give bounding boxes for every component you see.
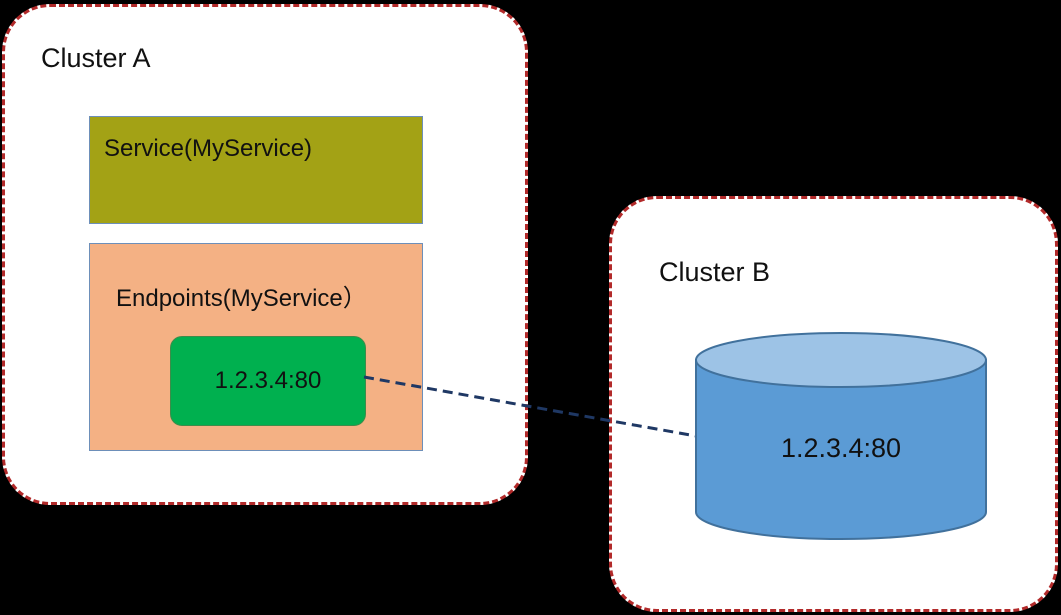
endpoints-label: Endpoints(MyService）	[116, 285, 367, 312]
cluster-a-title: Cluster A	[41, 43, 151, 73]
database-address-label: 1.2.3.4:80	[780, 433, 902, 463]
service-box: Service(MyService)	[89, 116, 423, 224]
cluster-b: Cluster B	[609, 196, 1058, 612]
endpoint-address-label: 1.2.3.4:80	[214, 367, 322, 394]
endpoint-address-box: 1.2.3.4:80	[170, 336, 366, 426]
service-label: Service(MyService)	[104, 135, 313, 162]
cluster-b-title: Cluster B	[659, 257, 771, 287]
endpoints-box: Endpoints(MyService） 1.2.3.4:80	[89, 243, 423, 451]
cluster-a: Cluster A Service(MyService) Endpoints(M…	[2, 4, 528, 505]
